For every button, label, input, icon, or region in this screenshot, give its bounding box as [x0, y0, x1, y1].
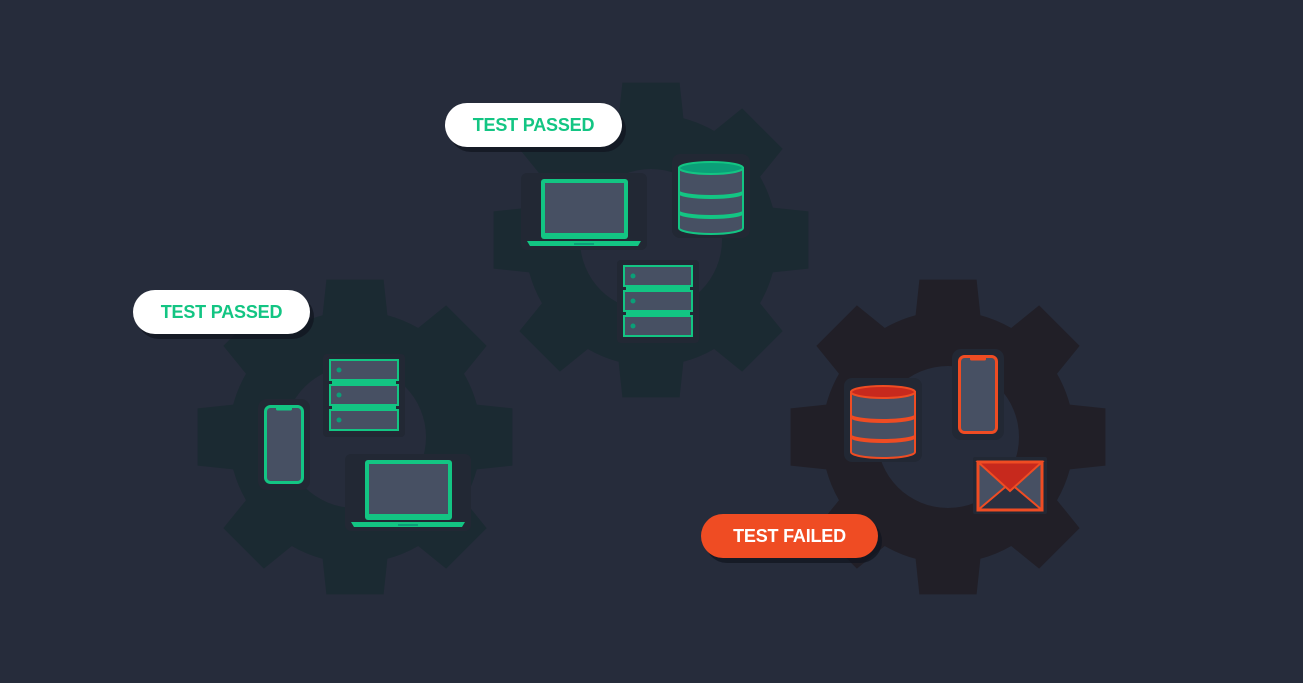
laptop-icon	[345, 454, 471, 531]
status-badge-passed: TEST PASSED	[133, 290, 310, 334]
smartphone-icon	[258, 399, 310, 490]
database-icon	[672, 154, 750, 238]
status-badge-passed: TEST PASSED	[445, 103, 622, 147]
status-badge-label: TEST FAILED	[733, 525, 846, 546]
status-badge-label: TEST PASSED	[160, 301, 283, 322]
envelope-icon	[973, 457, 1047, 514]
status-badge-label: TEST PASSED	[472, 114, 595, 135]
gear-icon-right	[790, 279, 1106, 595]
smartphone-icon	[952, 349, 1004, 440]
server-rack-icon	[323, 354, 405, 437]
database-icon	[844, 378, 922, 462]
status-badge-failed: TEST FAILED	[701, 514, 878, 558]
laptop-icon	[521, 173, 647, 250]
server-rack-icon	[617, 260, 699, 343]
